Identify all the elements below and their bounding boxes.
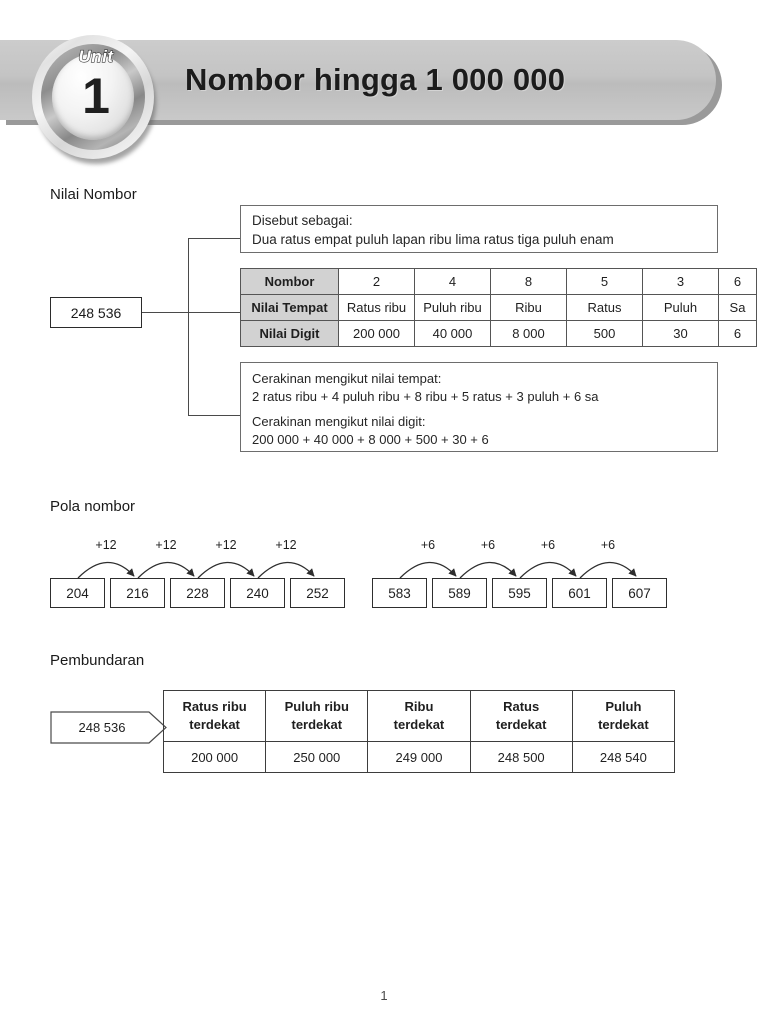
digit-cell: 8 [490, 268, 567, 295]
rounding-header-line1: Ribu [404, 699, 434, 715]
pattern-number-box: 589 [432, 578, 487, 608]
unit-label: Unit [78, 46, 114, 66]
digit-value-cell: 500 [566, 320, 643, 347]
rounding-header-cell: Puluh ribu terdekat [265, 690, 369, 742]
place-cell: Ribu [490, 294, 567, 321]
pattern-number-box: 583 [372, 578, 427, 608]
pattern-number-box: 607 [612, 578, 667, 608]
pattern-step-label: +12 [215, 538, 237, 552]
page-number: 1 [380, 988, 388, 1003]
pattern-number-box: 216 [110, 578, 165, 608]
place-cell: Ratus [566, 294, 643, 321]
rounding-header-cell: Ratus ribu terdekat [162, 690, 267, 742]
pattern-number-box: 228 [170, 578, 225, 608]
digit-cell: 2 [338, 268, 415, 295]
rounding-header-line2: terdekat [189, 717, 240, 732]
digit-cell: 4 [414, 268, 491, 295]
place-cell: Sa [718, 294, 757, 321]
connector-branch-middle [188, 312, 241, 314]
disebut-sebagai-panel: Disebut sebagai: Dua ratus empat puluh l… [240, 205, 718, 253]
pattern-number-row: 583 589 595 601 607 [372, 578, 667, 608]
source-number-box-nilai: 248 536 [50, 297, 142, 328]
unit-header: Nombor hingga 1 000 000 Unit 1 [0, 33, 768, 164]
rounding-value-cell: 248 500 [469, 741, 573, 773]
digit-value-cell: 6 [718, 320, 757, 347]
rounding-header-cell: Ribu terdekat [367, 690, 471, 742]
pattern-step-label: +12 [95, 538, 117, 552]
pattern-number-box: 252 [290, 578, 345, 608]
unit-number: 1 [82, 68, 110, 124]
rounding-header-line1: Puluh ribu [284, 699, 349, 715]
rounding-value-cell: 249 000 [367, 741, 471, 773]
cerakinan-panel: Cerakinan mengikut nilai tempat: 2 ratus… [240, 362, 718, 452]
pattern-step-label: +12 [155, 538, 177, 552]
source-number-pennant-pembundaran: 248 536 [50, 711, 168, 744]
place-cell: Puluh [642, 294, 719, 321]
rounding-value-cell: 250 000 [265, 741, 369, 773]
place-cell: Ratus ribu [338, 294, 415, 321]
pennant-shape [50, 711, 167, 744]
rounding-header-line1: Ratus ribu [182, 699, 247, 715]
pattern-step-label: +6 [540, 538, 556, 552]
table-row-nombor: Nombor 2 4 8 5 3 6 [240, 268, 757, 295]
pattern-step-label: +6 [480, 538, 496, 552]
pattern-arrows-1 [77, 561, 315, 579]
section-heading-pembundaran: Pembundaran [50, 652, 145, 669]
digit-value-cell: 200 000 [338, 320, 415, 347]
connector-branch-top [188, 238, 241, 240]
digit-cell: 6 [718, 268, 757, 295]
pattern-step-label: +6 [600, 538, 616, 552]
connector-vertical [188, 238, 190, 416]
row-label-nilai-tempat: Nilai Tempat [240, 294, 339, 321]
pattern-number-box: 240 [230, 578, 285, 608]
rounding-header-cell: Ratus terdekat [469, 690, 573, 742]
disebut-label: Disebut sebagai: [252, 213, 353, 228]
connector-stem [142, 312, 188, 314]
pattern-step-label: +12 [275, 538, 297, 552]
table-row-headers: Ratus ribu terdekat Puluh ribu terdekat … [162, 690, 676, 742]
cerakinan-tempat-label: Cerakinan mengikut nilai tempat: [252, 371, 442, 386]
table-row-nilai-tempat: Nilai Tempat Ratus ribu Puluh ribu Ribu … [240, 294, 757, 321]
disebut-value: Dua ratus empat puluh lapan ribu lima ra… [252, 232, 614, 247]
rounding-table: Ratus ribu terdekat Puluh ribu terdekat … [162, 690, 676, 773]
row-label-nombor: Nombor [240, 268, 339, 295]
rounding-value-cell: 200 000 [162, 741, 267, 773]
rounding-header-line1: Ratus [503, 699, 540, 715]
rounding-header-line2: terdekat [495, 717, 547, 732]
section-heading-pola-nombor: Pola nombor [50, 498, 136, 515]
pennant-label: 248 536 [78, 720, 126, 735]
rounding-header-line2: terdekat [598, 717, 649, 732]
unit-medallion: Unit 1 [30, 33, 162, 166]
pattern-number-box: 595 [492, 578, 547, 608]
rounding-header-line2: terdekat [291, 717, 343, 732]
rounding-header-line2: terdekat [393, 717, 445, 732]
rounding-header-cell: Puluh terdekat [571, 690, 676, 742]
table-row-nilai-digit: Nilai Digit 200 000 40 000 8 000 500 30 … [240, 320, 757, 347]
place-value-table: Nombor 2 4 8 5 3 6 Nilai Tempat Ratus ri… [240, 268, 757, 347]
pattern-step-label: +6 [420, 538, 436, 552]
digit-cell: 3 [642, 268, 719, 295]
rounding-value-cell: 248 540 [571, 741, 676, 773]
cerakinan-digit-label: Cerakinan mengikut nilai digit: [252, 414, 426, 429]
cerakinan-tempat-expression: 2 ratus ribu + 4 puluh ribu + 8 ribu + 5… [252, 389, 599, 404]
pattern-number-row: 204 216 228 240 252 [50, 578, 345, 608]
cerakinan-digit-expression: 200 000 + 40 000 + 8 000 + 500 + 30 + 6 [252, 432, 489, 447]
pattern-arrows-2 [399, 561, 637, 579]
page-title: Nombor hingga 1 000 000 [185, 62, 566, 97]
table-row-values: 200 000 250 000 249 000 248 500 248 540 [162, 741, 676, 773]
connector-branch-bottom [188, 415, 241, 417]
rounding-header-line1: Puluh [605, 699, 642, 715]
place-cell: Puluh ribu [414, 294, 491, 321]
digit-cell: 5 [566, 268, 643, 295]
digit-value-cell: 40 000 [414, 320, 491, 347]
row-label-nilai-digit: Nilai Digit [240, 320, 339, 347]
medallion-inner-disc [52, 54, 134, 140]
digit-value-cell: 30 [642, 320, 719, 347]
digit-value-cell: 8 000 [490, 320, 567, 347]
pattern-number-box: 601 [552, 578, 607, 608]
pattern-number-box: 204 [50, 578, 105, 608]
section-heading-nilai-nombor: Nilai Nombor [50, 186, 137, 203]
